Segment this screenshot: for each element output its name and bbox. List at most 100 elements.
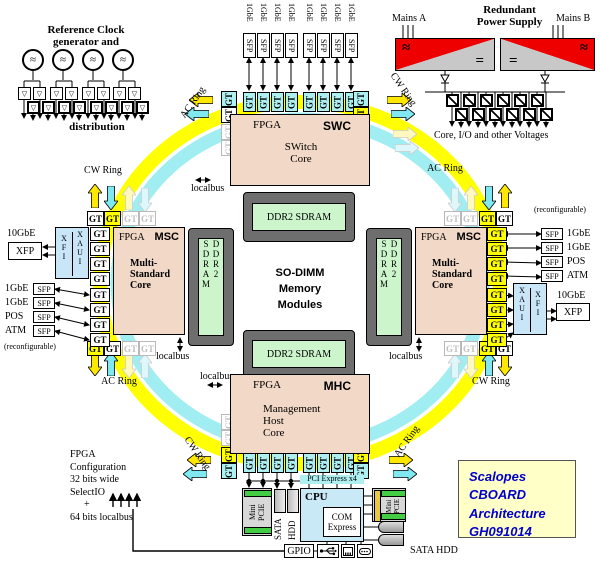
gt-transceiver: GT xyxy=(90,257,110,271)
localbus-arrows xyxy=(177,177,422,388)
dcdc-converter-icon xyxy=(472,108,485,121)
gt-transceiver: GT xyxy=(317,92,330,112)
power-tree-wires xyxy=(402,25,565,128)
title-line: Scalopes xyxy=(469,469,527,484)
gpio-port[interactable]: GPIO xyxy=(284,544,314,558)
config-bus-wires xyxy=(108,492,284,552)
port-type-label: 1GbE xyxy=(5,283,29,294)
dcdc-converter-icon xyxy=(489,108,502,121)
gt-transceiver: GT xyxy=(271,453,284,473)
localbus-label: localbus xyxy=(389,351,423,362)
gt-transceiver: GT xyxy=(353,91,369,107)
clock-buffer-icon: ▽ xyxy=(65,87,78,100)
gt-transceiver: GT xyxy=(221,91,237,107)
sfp-module[interactable]: SFP xyxy=(541,270,563,282)
top-port-label: 1GbE xyxy=(332,3,342,22)
oscillator-icon: ≈ xyxy=(112,49,134,71)
psu-a: ≈ = xyxy=(395,38,495,71)
sfp-module[interactable]: SFP xyxy=(541,242,563,254)
gt-transceiver: GT xyxy=(104,341,121,356)
clock-buffer-icon: ▽ xyxy=(90,101,103,114)
sfp-module[interactable]: SFP xyxy=(33,297,55,309)
sfp-module[interactable]: SFP xyxy=(257,33,270,58)
clock-buffer-icon: ▽ xyxy=(50,87,63,100)
sata-hdd-label: SATA HDD xyxy=(410,545,458,556)
reconfigurable-note: (reconfigurable) xyxy=(534,205,586,214)
reconfigurable-note: (reconfigurable) xyxy=(4,342,56,351)
ac-ring-label: AC Ring xyxy=(101,376,137,387)
clock-buffer-icon: ▽ xyxy=(136,101,149,114)
sfp-module[interactable]: SFP xyxy=(345,33,358,58)
mini-pcie-label: Mini PCIE xyxy=(248,503,266,521)
fpga-label: FPGA xyxy=(119,232,145,243)
serdes-a-label: XAUI xyxy=(517,286,527,322)
ddr2-module: DDR2 SDRAM xyxy=(252,340,346,368)
mini-pcie-right[interactable]: Mini PCIE xyxy=(372,488,406,522)
cw-ring-label: CW Ring xyxy=(84,165,122,176)
gt-transceiver: GT xyxy=(122,341,139,356)
fpga-acronym: MSC xyxy=(154,231,179,243)
gt-transceiver: GT xyxy=(139,341,156,356)
gt-transceiver: GT xyxy=(122,211,139,226)
clock-buffer-icon: ▽ xyxy=(113,87,126,100)
gt-transceiver: GT xyxy=(90,288,110,302)
fpga-label: FPGA xyxy=(253,379,282,391)
gt-transceiver: GT xyxy=(487,288,507,302)
sfp-module[interactable]: SFP xyxy=(317,33,330,58)
xfp-module[interactable]: XFP xyxy=(8,242,42,260)
sfp-module[interactable]: SFP xyxy=(243,33,256,58)
gt-transceiver: GT xyxy=(444,341,461,356)
xfp-module[interactable]: XFP xyxy=(556,303,590,321)
sfp-module[interactable]: SFP xyxy=(331,33,344,58)
clock-buffer-icon: ▽ xyxy=(58,101,71,114)
fpga-acronym: SWC xyxy=(323,119,351,133)
clock-buffer-icon: ▽ xyxy=(97,87,110,100)
ethernet-port[interactable] xyxy=(341,544,355,558)
gt-transceiver: GT xyxy=(87,211,104,226)
gt-transceiver: GT xyxy=(303,453,316,473)
sfp-module[interactable]: SFP xyxy=(303,33,316,58)
ddr2-module: DDR2 SDRAM xyxy=(252,203,346,231)
sfp-module[interactable]: SFP xyxy=(33,311,55,323)
sfp-module[interactable]: SFP xyxy=(33,325,55,337)
sfp-module[interactable]: SFP xyxy=(33,283,55,295)
gt-transceiver: GT xyxy=(104,211,121,226)
gt-transceiver: GT xyxy=(271,92,284,112)
top-port-label: 1GbE xyxy=(244,3,254,22)
top-port-label: 1GbE xyxy=(318,3,328,22)
serdes-b-label: XFI xyxy=(533,290,543,317)
clock-buffer-icon: ▽ xyxy=(18,87,31,100)
psu-output-label: Core, I/O and other Voltages xyxy=(434,130,549,141)
title-line: GH091014 xyxy=(469,524,532,540)
sata-drive-icon xyxy=(287,489,299,513)
sfp-module[interactable]: SFP xyxy=(541,256,563,268)
mini-pcie-left[interactable]: Mini PCIE xyxy=(242,488,272,536)
clock-tree-wires xyxy=(21,71,145,121)
serial-port[interactable] xyxy=(357,544,373,558)
fpga-acronym: MSC xyxy=(456,231,481,243)
usb-port[interactable] xyxy=(317,544,339,558)
ethernet-icon xyxy=(343,546,353,556)
sfp-module[interactable]: SFP xyxy=(541,228,563,240)
hdd-label: HDD xyxy=(287,520,297,541)
sfp-module[interactable]: SFP xyxy=(271,33,284,58)
localbus-label: localbus xyxy=(191,183,225,194)
dcdc-converter-icon xyxy=(446,94,459,107)
oscillator-icon: ≈ xyxy=(82,49,104,71)
clock-buffer-icon: ▽ xyxy=(73,101,86,114)
sfp-module[interactable]: SFP xyxy=(285,33,298,58)
top-port-label: 1GbE xyxy=(304,3,314,22)
port-type-label: POS xyxy=(567,256,586,267)
sata-drive-icon xyxy=(274,489,286,513)
cw-ring-label: CW Ring xyxy=(472,376,510,387)
ddr2-module: DDR2 SDRAM xyxy=(376,238,402,336)
gt-transceiver: GT xyxy=(90,272,110,286)
